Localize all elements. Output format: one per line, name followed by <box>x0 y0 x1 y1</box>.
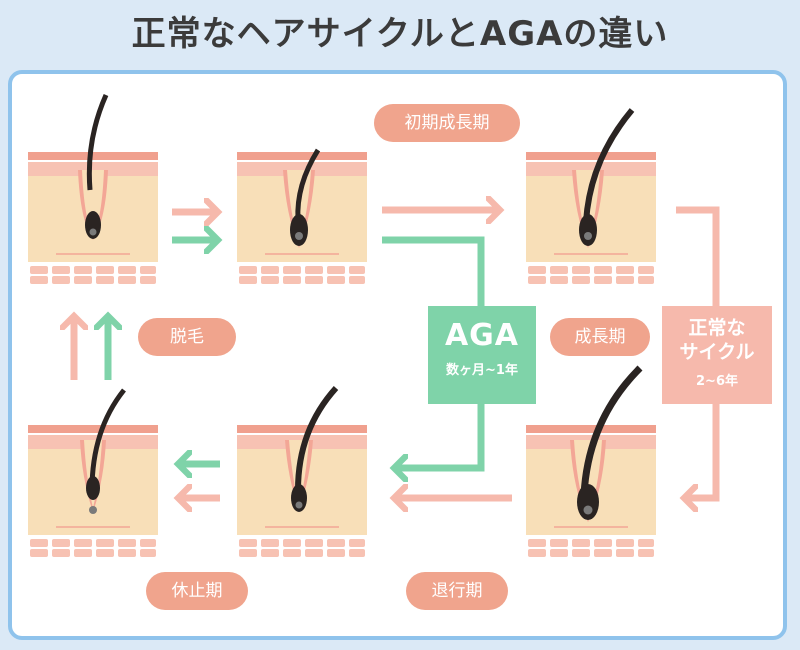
stage-label-regression: 退行期 <box>406 572 508 610</box>
stage-label-shedding: 脱毛 <box>138 318 236 356</box>
skin-block-1 <box>27 93 159 285</box>
skin-block-2 <box>236 148 368 285</box>
aga-duration: 数ヶ月~1年 <box>446 363 518 378</box>
skin-block-3 <box>525 108 657 285</box>
stage-label-growth: 成長期 <box>550 318 650 356</box>
skin-block-6 <box>27 388 159 558</box>
skin-block-4 <box>525 365 657 558</box>
stage-label-rest: 休止期 <box>146 572 248 610</box>
normal-cycle-duration: 2~6年 <box>696 374 738 389</box>
stage-label-early-growth: 初期成長期 <box>374 104 520 142</box>
normal-cycle-label-2: サイクル <box>679 341 755 363</box>
normal-cycle-label-1: 正常な <box>688 317 746 339</box>
normal-cycle-box: 正常な サイクル 2~6年 <box>662 306 772 404</box>
page-title: 正常なヘアサイクルとAGAの違い <box>131 14 669 54</box>
skin-block-5 <box>236 385 368 558</box>
aga-box: AGA 数ヶ月~1年 <box>428 306 536 404</box>
aga-label: AGA <box>444 318 520 353</box>
